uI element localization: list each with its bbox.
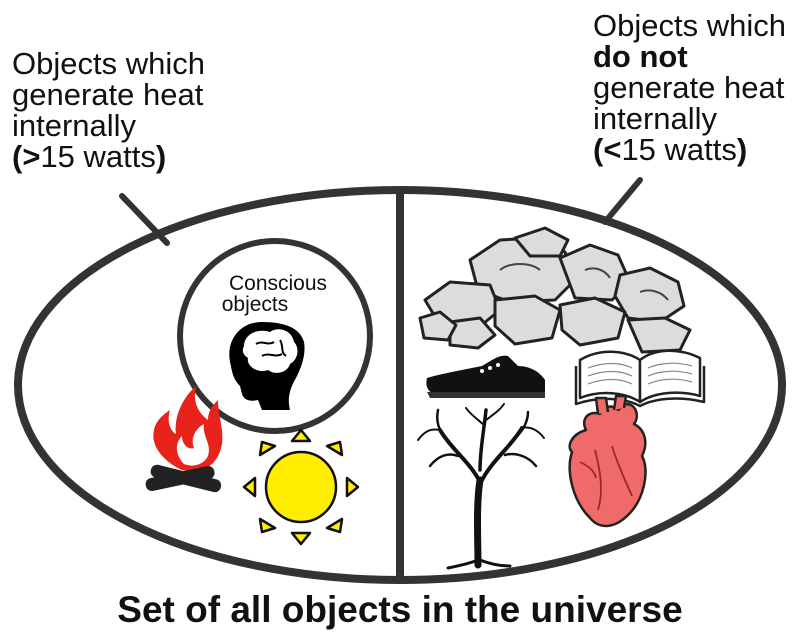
right-threshold-sign: < bbox=[603, 132, 621, 167]
universe-caption: Set of all objects in the universe bbox=[0, 590, 800, 630]
right-label-threshold: (<15 watts) bbox=[593, 134, 786, 165]
left-paren-open: ( bbox=[12, 139, 22, 174]
right-label-negation: do not bbox=[593, 39, 688, 74]
right-threshold-amount: 15 watts bbox=[621, 132, 736, 167]
sun-icon bbox=[244, 430, 358, 544]
tree-icon bbox=[418, 404, 544, 568]
left-threshold-sign: > bbox=[22, 139, 40, 174]
left-label-threshold: (>15 watts) bbox=[12, 141, 205, 172]
right-label-line3: generate heat bbox=[593, 72, 786, 103]
left-set-label: Objects which generate heat internally (… bbox=[12, 48, 205, 172]
right-label-line2: do not bbox=[593, 41, 786, 72]
head-brain-icon bbox=[229, 322, 304, 410]
right-label-line1: Objects which bbox=[593, 10, 786, 41]
right-paren-open: ( bbox=[593, 132, 603, 167]
rocks-icon bbox=[420, 228, 690, 352]
left-label-line2: generate heat bbox=[12, 79, 205, 110]
left-label-line3: internally bbox=[12, 110, 205, 141]
left-paren-close: ) bbox=[156, 139, 166, 174]
left-label-line1: Objects which bbox=[12, 48, 205, 79]
conscious-label-line2: objects bbox=[222, 293, 289, 316]
right-set-label: Objects which do not generate heat inter… bbox=[593, 10, 786, 165]
right-paren-close: ) bbox=[737, 132, 747, 167]
shoe-icon bbox=[426, 356, 545, 398]
right-label-line4: internally bbox=[593, 103, 786, 134]
heart-icon bbox=[570, 396, 646, 526]
left-threshold-amount: 15 watts bbox=[40, 139, 155, 174]
right-pointer-line bbox=[605, 180, 640, 222]
conscious-label-line1: Conscious bbox=[229, 272, 327, 295]
